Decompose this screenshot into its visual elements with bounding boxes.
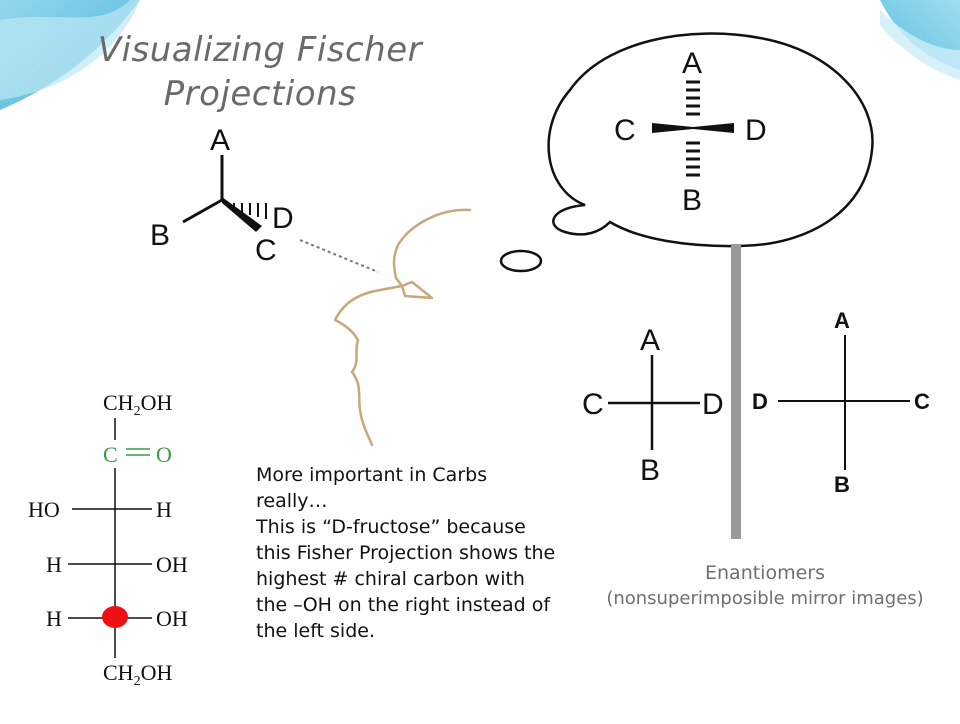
thought-molecule: A C D B [614,47,767,217]
enantiomer-left-top: A [640,324,660,357]
thought-wedge-right [693,123,734,133]
wedge-label-left: B [150,219,170,252]
slide-title-line2: Projections [163,74,357,114]
wedge-bond [222,197,262,232]
body-text: More important in Carbs really… This is … [256,462,556,644]
enantiomers-caption-line2: (nonsuperimposible mirror images) [606,588,924,609]
chiral-carbon-marker [102,606,128,628]
wedge-molecule: A B D C [150,124,294,267]
thought-dash-vertical [686,80,700,177]
thought-label-top: A [682,47,702,80]
wedge-label-right: D [272,202,294,235]
enantiomer-right-top: A [834,308,850,333]
enantiomer-left: A C D B [582,324,724,487]
thought-wedge-left [652,123,693,133]
fructose-row1-left: HO [28,497,60,522]
dash-bond [233,203,267,219]
fructose-row3-right: OH [156,606,188,631]
enantiomer-right-bottom: B [834,472,850,497]
enantiomer-right: A D C B [752,308,930,497]
decorative-wave-right [880,0,960,80]
thought-bubble [499,32,874,273]
enantiomer-left-bottom: B [640,454,660,487]
fructose-row2-left: H [46,552,62,577]
fructose-row2-right: OH [156,552,188,577]
wedge-label-bottom: C [255,234,277,267]
face-profile [333,208,472,447]
decorative-wave-left [0,0,140,110]
body-text-line1: More important in Carbs really… [256,464,488,512]
fructose-bottom: CH2OH [103,660,172,689]
fructose-row3-left: H [46,606,62,631]
enantiomer-right-right: C [914,389,930,414]
thought-label-right: D [745,114,767,147]
enantiomer-right-left: D [752,389,768,414]
sight-line [299,239,379,273]
thought-dot [499,249,543,273]
thought-label-bottom: B [682,184,702,217]
fructose-fischer: CH2OH C O HO H H OH H OH CH2OH [25,382,200,694]
wedge-label-top: A [210,124,230,157]
thought-label-left: C [614,114,636,147]
enantiomer-left-left: C [582,388,604,421]
fructose-carbonyl-o: O [156,442,172,467]
enantiomers-caption: Enantiomers (nonsuperimposible mirror im… [600,560,930,612]
mirror-line [731,244,741,539]
slide-title: Visualizing Fischer Projections [60,28,460,116]
fructose-row1-right: H [156,497,172,522]
fructose-carbonyl-c: C [103,442,118,467]
slide-title-line1: Visualizing Fischer [97,30,423,70]
enantiomer-left-right: D [702,388,724,421]
body-text-line2: This is “D-fructose” because this Fisher… [256,516,556,642]
enantiomers-caption-line1: Enantiomers [705,562,825,584]
